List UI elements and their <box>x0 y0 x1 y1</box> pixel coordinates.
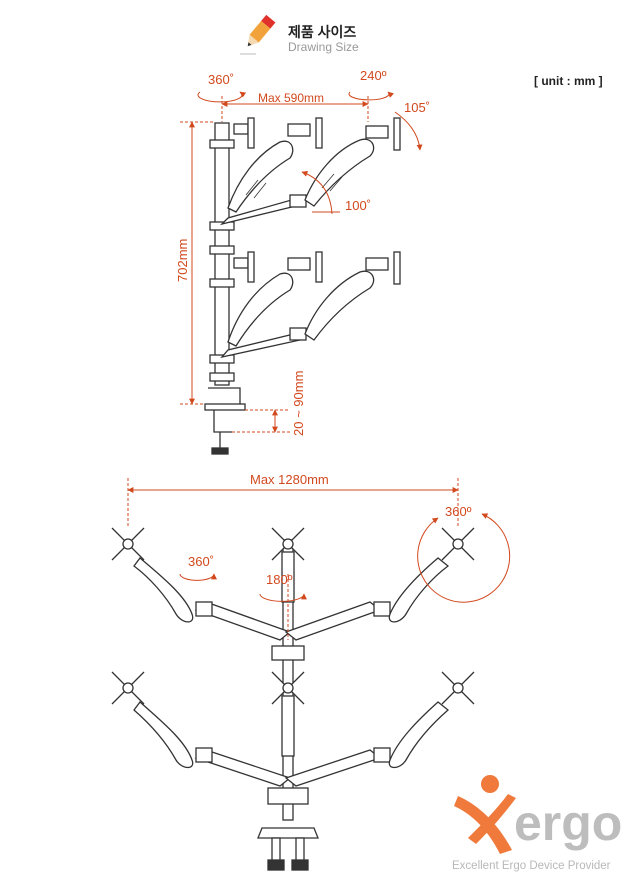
collar <box>209 372 235 382</box>
mount-head <box>233 257 249 269</box>
vesa-plate <box>393 117 401 151</box>
vesa-plate <box>315 251 323 283</box>
mount-head <box>365 125 389 139</box>
label-height: 702mm <box>175 239 190 282</box>
clamp-knob <box>211 447 229 455</box>
mount-head <box>233 123 249 135</box>
tilt-arrow <box>394 111 423 151</box>
vesa-plate <box>271 671 305 705</box>
label-rotation-head: 240º <box>360 68 387 83</box>
lower-arm <box>284 749 382 787</box>
xergo-logo: ergo <box>452 770 632 880</box>
side-view <box>204 117 401 455</box>
clamp-knob <box>267 859 285 871</box>
collar <box>209 354 235 364</box>
rotation-arrow <box>348 91 395 101</box>
mount-head <box>287 257 311 271</box>
page-subtitle: Drawing Size <box>288 40 359 54</box>
arm-joint <box>289 327 307 341</box>
arm-joint <box>373 601 391 617</box>
collar <box>271 645 305 661</box>
pencil-icon <box>240 14 276 55</box>
lower-arm <box>284 601 382 641</box>
gas-arm <box>304 138 375 207</box>
label-tilt: 105˚ <box>404 100 430 115</box>
gas-arm <box>227 140 294 213</box>
mount-head <box>287 123 311 137</box>
collar <box>209 278 235 288</box>
label-rotation-arm: 360˚ <box>188 554 214 569</box>
arm-detail <box>245 179 267 199</box>
page-header: 제품 사이즈 Drawing Size <box>238 12 359 62</box>
collar <box>209 245 235 255</box>
brand-tagline: Excellent Ergo Device Provider <box>452 860 611 872</box>
rotation-arrow <box>197 91 247 103</box>
center-arm <box>281 695 295 757</box>
svg-text:ergo: ergo <box>514 795 622 851</box>
vesa-plate <box>111 671 145 705</box>
mount-head <box>365 257 389 271</box>
vesa-plate <box>441 671 475 705</box>
rotation-circle <box>417 513 511 603</box>
label-max-width-top: Max 1280mm <box>250 472 329 487</box>
clamp-knob <box>291 859 309 871</box>
side-view-labels: 360˚ 240º Max 590mm 105˚ 100˚ 702mm 20 ~… <box>175 68 430 436</box>
vesa-plate <box>247 117 255 149</box>
vesa-plate <box>393 251 401 285</box>
gas-arm <box>133 557 194 623</box>
collar <box>209 139 235 149</box>
gas-arm <box>227 272 294 347</box>
collar <box>209 221 235 231</box>
rotation-arrow <box>259 593 307 602</box>
label-rotation-pole: 360˚ <box>208 72 234 87</box>
top-view <box>111 527 475 871</box>
label-rotation-center: 180º <box>266 572 293 587</box>
arm-joint <box>195 747 213 763</box>
page-title: 제품 사이즈 <box>288 24 357 40</box>
arm-joint <box>373 747 391 763</box>
arm-detail <box>321 173 343 192</box>
vesa-plate <box>271 527 305 561</box>
gas-arm <box>133 701 194 769</box>
label-rotation-panel: 360º <box>445 504 472 519</box>
gas-arm <box>388 557 450 623</box>
side-view-dimensions <box>180 91 423 433</box>
label-max-width: Max 590mm <box>258 91 324 105</box>
clamp-plate <box>204 403 246 411</box>
label-arm-swing: 100˚ <box>345 198 371 213</box>
vesa-plate <box>441 527 475 561</box>
desk-clamp <box>257 827 319 839</box>
vesa-plate <box>111 527 145 561</box>
gas-arm <box>388 701 450 769</box>
vesa-plate <box>247 251 255 283</box>
clamp-screw <box>271 837 281 863</box>
arm-joint <box>195 601 213 617</box>
logo-graphic: ergo <box>454 775 622 854</box>
top-view-dimensions <box>127 478 511 640</box>
collar <box>267 787 309 805</box>
rotation-arrow <box>179 573 217 581</box>
top-view-labels: Max 1280mm 360º 360˚ 180º <box>188 472 472 587</box>
label-desk-thickness: 20 ~ 90mm <box>291 371 306 436</box>
clamp-screw <box>295 837 305 863</box>
unit-label: [ unit : mm ] <box>534 74 603 88</box>
gas-arm <box>304 270 375 341</box>
arm-joint <box>289 194 307 208</box>
vesa-plate <box>315 117 323 149</box>
swing-arrow <box>301 170 333 215</box>
